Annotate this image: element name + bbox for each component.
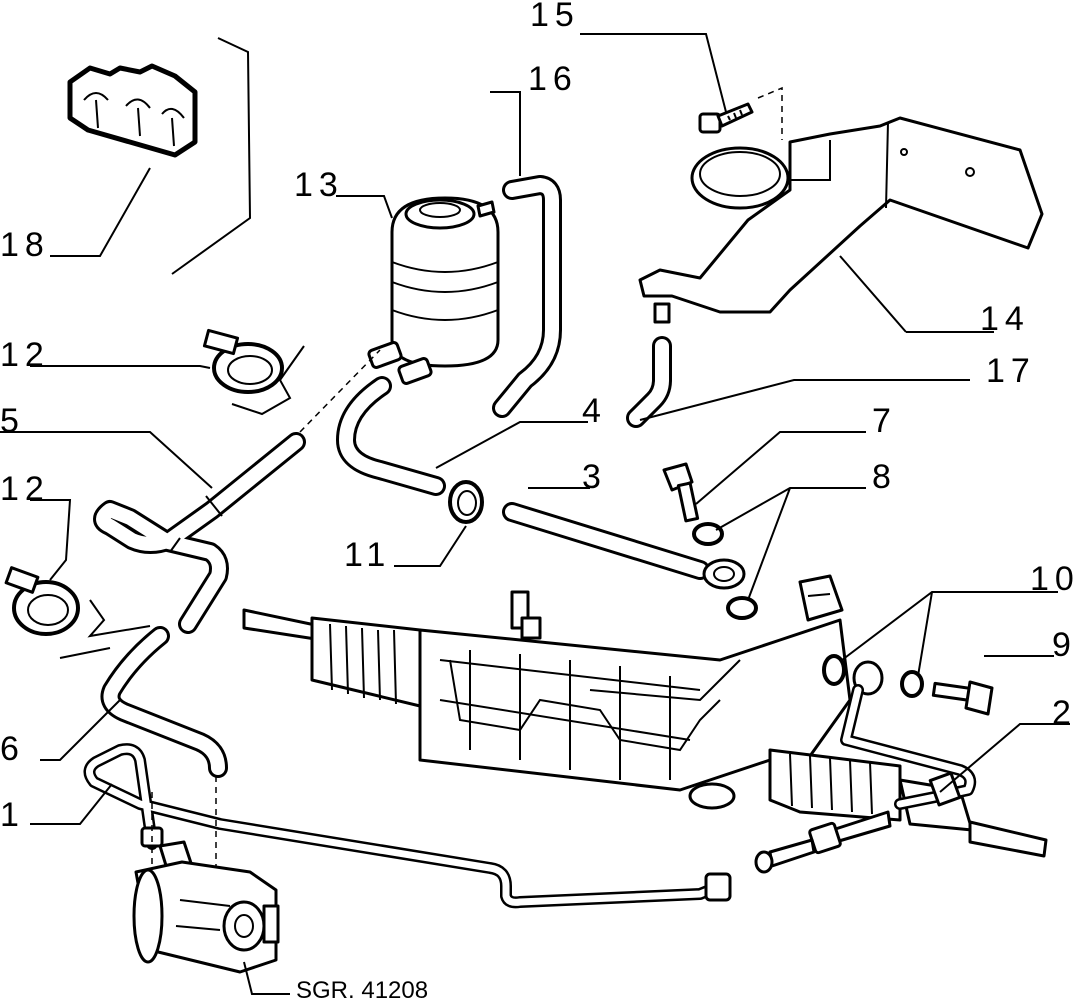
callout-12-upper: 12 [0, 336, 50, 374]
callout-3: 3 [582, 458, 607, 496]
callout-16: 16 [528, 60, 578, 98]
part-7-bolt [662, 462, 700, 523]
part-5-hose [93, 432, 306, 634]
leader-lines [0, 33, 1070, 995]
callout-18: 18 [0, 226, 50, 264]
callout-8: 8 [872, 458, 897, 496]
part-10-washers [822, 654, 924, 698]
callout-14: 14 [980, 300, 1030, 338]
part-6-hose [100, 626, 228, 778]
callout-2: 2 [1052, 694, 1077, 732]
callout-10: 10 [1030, 560, 1080, 598]
callout-9: 9 [1052, 626, 1077, 664]
part-8-washers [692, 522, 758, 620]
part-3-pipe [502, 502, 746, 590]
part-2-pipe [754, 660, 977, 874]
callout-15: 15 [530, 0, 580, 34]
part-4-hose [336, 376, 446, 496]
reference-code: SGR. 41208 [296, 977, 428, 999]
part-17-hose [626, 336, 672, 428]
group-bracket-18 [171, 37, 252, 275]
callout-12-lower: 12 [0, 470, 50, 508]
part-16-hose [492, 175, 562, 418]
part-13-reservoir [367, 196, 500, 385]
break-line-lower [59, 599, 151, 659]
callout-17: 17 [986, 352, 1036, 390]
dashed-guide-5 [299, 349, 381, 433]
callout-13: 13 [294, 166, 344, 204]
callout-1: 1 [0, 796, 25, 834]
power-steering-pump [132, 776, 280, 974]
callout-5: 5 [0, 402, 25, 440]
part-15-bolt [698, 86, 783, 140]
part-9-bolt [931, 680, 994, 716]
callout-4: 4 [582, 392, 607, 430]
steering-rack [242, 574, 1048, 858]
callout-6: 6 [0, 730, 25, 768]
part-18-clip [67, 63, 198, 158]
callout-7: 7 [872, 402, 897, 440]
part-12-clamp-lower [4, 566, 80, 636]
callout-11: 11 [344, 536, 391, 574]
part-11-clamp [448, 480, 484, 524]
part-12-clamp-upper [202, 328, 284, 394]
break-line-upper [231, 345, 305, 416]
part-14-bracket [638, 116, 1044, 324]
